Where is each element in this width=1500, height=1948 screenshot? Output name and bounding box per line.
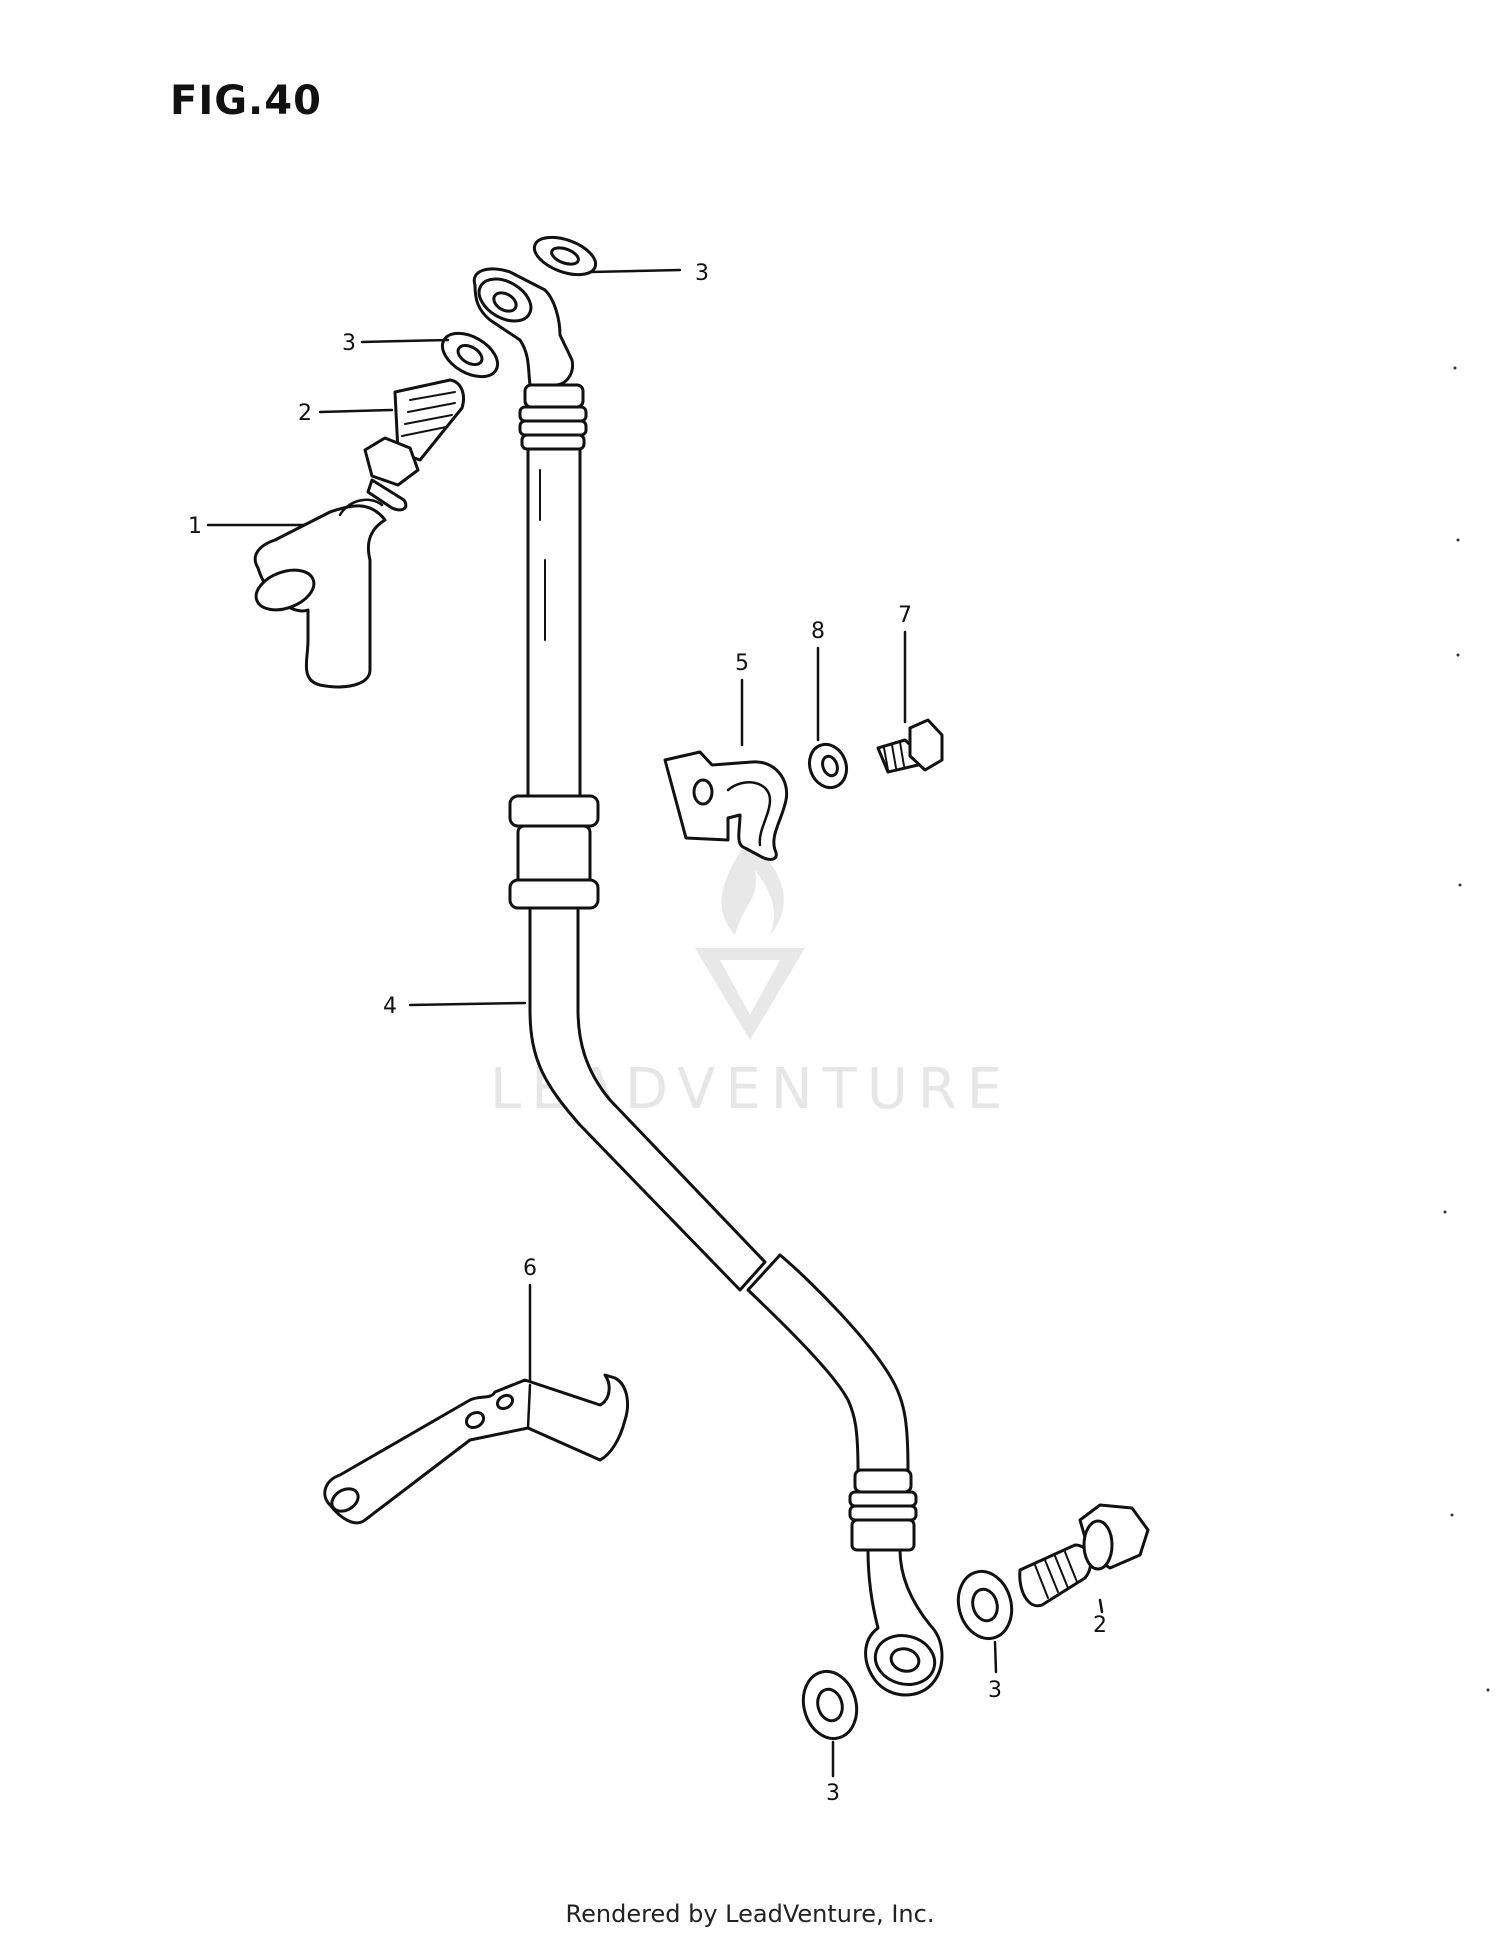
part-5-clamp: [663, 750, 789, 861]
part-3-washer-top-b: [441, 331, 499, 379]
part-8-lock-washer: [807, 742, 849, 790]
callout-7: 7: [898, 603, 912, 628]
leader-lines: [206, 268, 1104, 1778]
part-3-washer-bottom-b: [801, 1669, 859, 1741]
callout-5: 5: [735, 651, 749, 676]
footer-credit: Rendered by LeadVenture, Inc.: [565, 1900, 935, 1928]
part-4-brake-hose: [472, 267, 944, 1697]
part-3-washer-top-a: [532, 235, 598, 277]
part-6-bracket: [323, 1373, 629, 1525]
callout-2-top: 2: [298, 401, 312, 426]
part-7-bolt: [876, 718, 944, 774]
callout-8: 8: [811, 619, 825, 644]
part-2-bolt-top: [363, 378, 465, 512]
part-1-cap: [253, 498, 387, 689]
callout-2-bottom: 2: [1093, 1613, 1107, 1638]
callout-1: 1: [188, 514, 202, 539]
callout-3-top-right: 3: [695, 261, 709, 286]
callout-3-bottom-left: 3: [826, 1781, 840, 1806]
scan-dots: [1443, 366, 1490, 1692]
callout-6: 6: [523, 1256, 537, 1281]
figure-title: FIG.40: [170, 78, 322, 124]
part-2-bolt-bottom: [1018, 1503, 1150, 1608]
callout-3-bottom-right: 3: [988, 1678, 1002, 1703]
callout-labels: 3 3 2 1 5 8 7 4 6 2 3 3: [188, 261, 1107, 1806]
callout-3-top-left: 3: [342, 331, 356, 356]
part-3-washer-bottom-a: [956, 1569, 1014, 1641]
callout-4: 4: [383, 994, 397, 1019]
